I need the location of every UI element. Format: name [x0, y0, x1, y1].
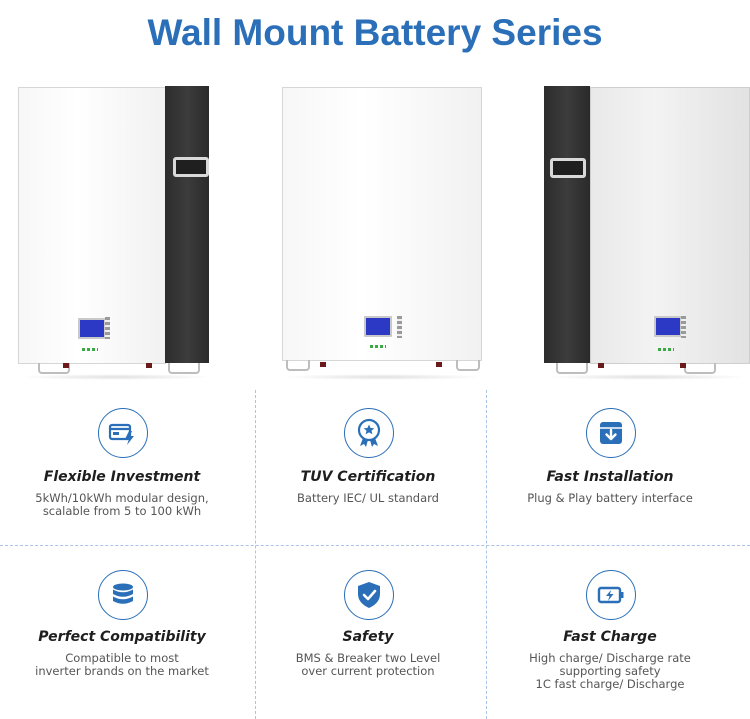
feature-fast-installation: Fast Installation Plug & Play battery in…: [490, 408, 730, 538]
feature-title: Fast Installation: [546, 469, 674, 485]
battery-right-image: [544, 86, 750, 386]
grid-divider-vertical: [486, 390, 487, 719]
feature-description: 5kWh/10kWh modular design, scalable from…: [35, 491, 209, 518]
feature-flexible-investment: Flexible Investment 5kWh/10kWh modular d…: [2, 408, 242, 538]
feature-title: Flexible Investment: [43, 469, 201, 485]
install-download-icon: [586, 408, 636, 458]
feature-description: High charge/ Discharge rate supporting s…: [529, 651, 691, 691]
feature-tuv-certification: TUV Certification Battery IEC/ UL standa…: [248, 408, 488, 538]
feature-perfect-compatibility: Perfect Compatibility Compatible to most…: [2, 570, 242, 700]
feature-description: Battery IEC/ UL standard: [297, 491, 439, 505]
grid-divider-vertical: [255, 390, 256, 719]
certificate-badge-icon: [344, 408, 394, 458]
shield-check-icon: [344, 570, 394, 620]
page-title: Wall Mount Battery Series: [147, 12, 603, 53]
feature-safety: Safety BMS & Breaker two Level over curr…: [248, 570, 488, 700]
feature-description: Plug & Play battery interface: [527, 491, 693, 505]
card-lightning-icon: [98, 408, 148, 458]
feature-title: Fast Charge: [563, 629, 657, 645]
feature-title: TUV Certification: [300, 469, 436, 485]
battery-center-image: [280, 86, 486, 386]
feature-title: Perfect Compatibility: [38, 629, 206, 645]
feature-description: BMS & Breaker two Level over current pro…: [295, 651, 441, 678]
battery-left-image: [18, 86, 214, 386]
feature-title: Safety: [342, 629, 394, 645]
feature-fast-charge: Fast Charge High charge/ Discharge rate …: [490, 570, 730, 700]
battery-charge-icon: [586, 570, 636, 620]
grid-divider-horizontal: [0, 545, 750, 546]
database-stack-icon: [98, 570, 148, 620]
feature-description: Compatible to most inverter brands on th…: [35, 651, 209, 678]
